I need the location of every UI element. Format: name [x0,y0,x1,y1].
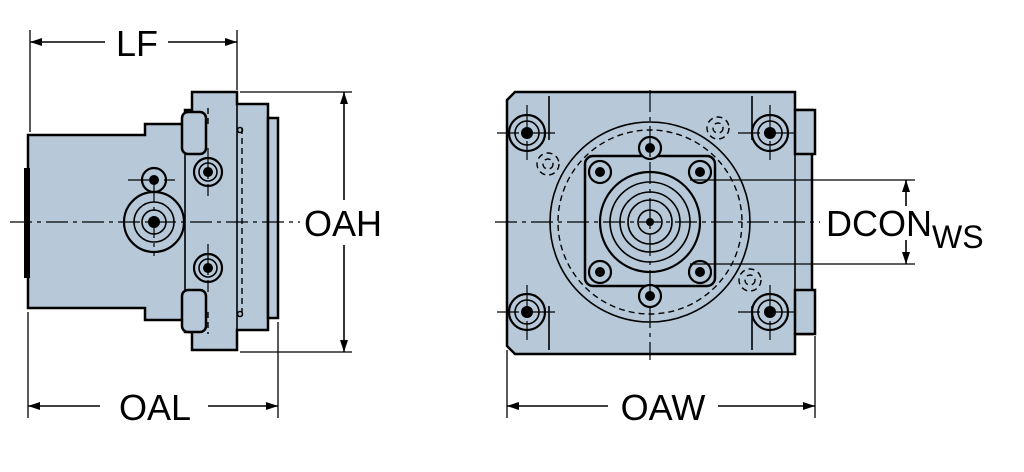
dimension-label-oah: OAH [304,203,382,244]
side-view [10,90,300,352]
front-view-bolt-tr [687,159,713,185]
dimension-oaw [506,336,816,418]
front-view-coolant-port-3 [738,268,762,292]
front-view-coolant-port-1 [536,152,560,176]
front-view [495,90,820,360]
side-view-pin-mark [236,126,244,134]
front-view-bolt-bl [587,259,613,285]
dimension-label-dcon: DCONWS [826,203,984,255]
side-view-clamp-top [180,110,208,156]
dimension-oal [27,312,279,418]
front-view-tab-bottom [793,288,817,336]
side-view-clamp-bottom [180,288,208,334]
front-view-tab-top [793,108,817,156]
front-view-inner-lines [548,96,753,350]
front-view-coolant-port-2 [706,116,730,140]
side-view-pin-mark-2 [236,310,244,318]
dimension-label-oal: OAL [119,387,191,428]
side-view-flange-face [266,116,280,320]
side-view-rim [24,168,30,278]
dimension-lf [29,30,238,132]
dimension-label-lf: LF [116,23,158,64]
front-view-bolt-br [687,259,713,285]
dimension-label-oaw: OAW [621,387,706,428]
front-view-bolt-tl [587,159,613,185]
dimension-oah [240,91,352,353]
side-view-screw-bottom [192,252,224,284]
dimension-dcon [690,179,915,265]
